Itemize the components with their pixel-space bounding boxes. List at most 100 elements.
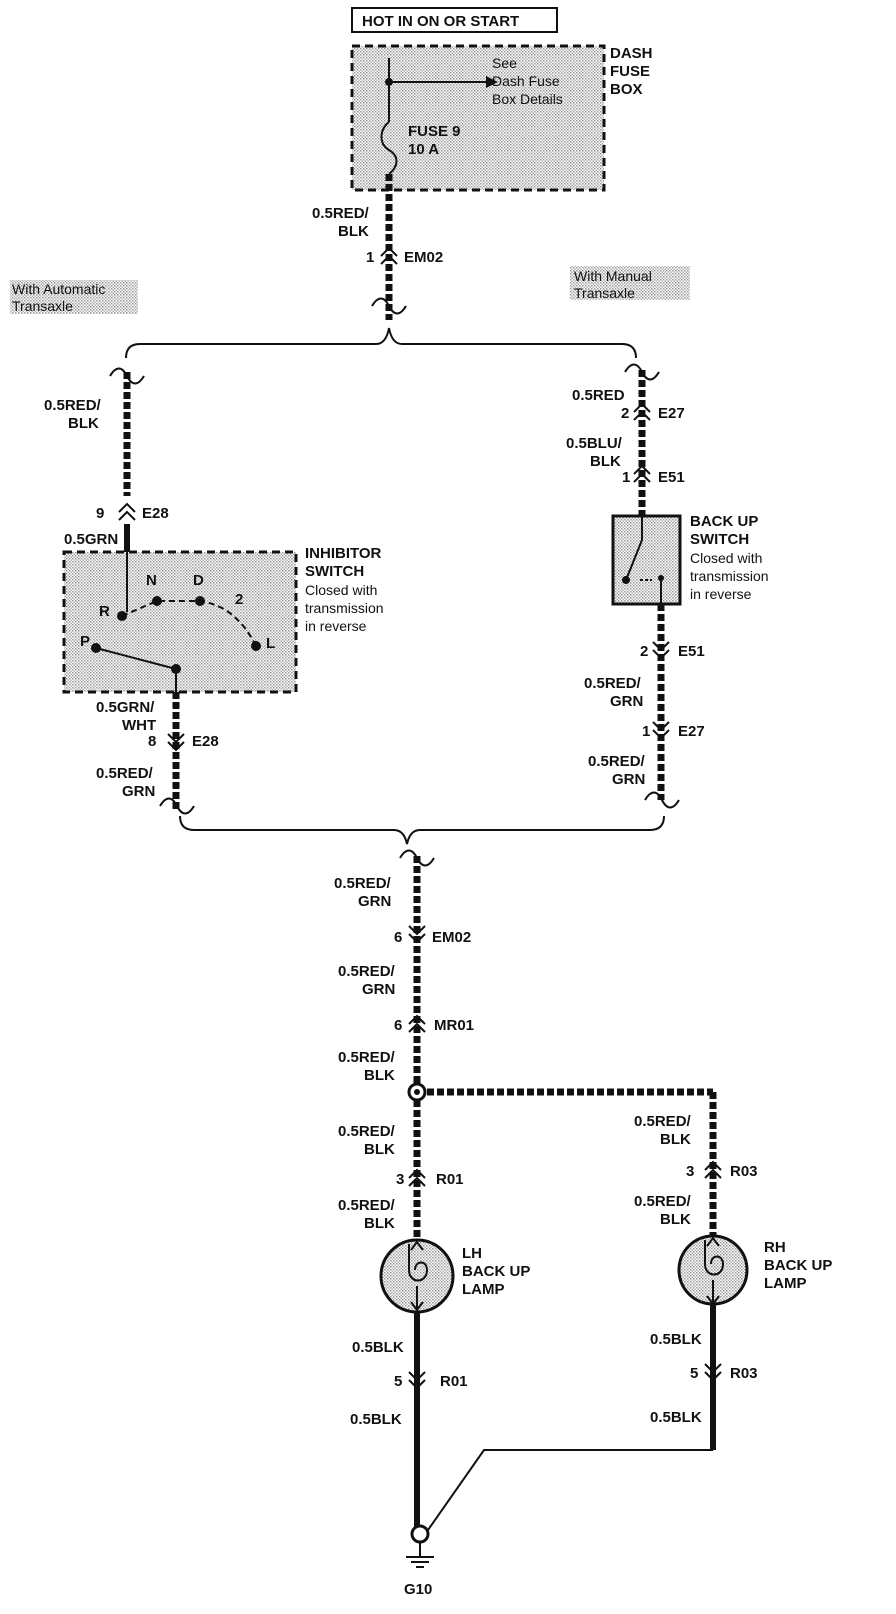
connector-e28-top-pin: 9	[96, 505, 104, 522]
backup-switch-desc-3: in reverse	[690, 586, 752, 602]
wire-rh-gnd1: 0.5BLK	[650, 1331, 702, 1348]
wire-center-grn1-2: GRN	[358, 893, 391, 910]
fuse-icon	[380, 121, 398, 175]
fuse-rating: 10 A	[408, 141, 439, 158]
wire-manual-blublk-2: BLK	[590, 453, 621, 470]
connector-e51-bottom-name: E51	[678, 643, 705, 660]
ground-g10	[406, 1524, 434, 1568]
connector-e27-top: 2 E27	[621, 402, 685, 422]
see-details-1: See	[492, 55, 517, 71]
wire-manual-redgrn2-2: GRN	[612, 771, 645, 788]
wire-manual-redgrn2-1: 0.5RED/	[588, 753, 646, 770]
lower-branch-brace	[179, 815, 665, 845]
lh-lamp-name-3: LAMP	[462, 1281, 505, 1298]
backup-switch	[611, 514, 682, 606]
lh-lamp-name-1: LH	[462, 1245, 482, 1262]
position-l: L	[266, 635, 275, 652]
connector-mr01-pin: 6	[394, 1017, 402, 1034]
position-2: 2	[235, 591, 243, 608]
wire-rh-blk1-2: BLK	[660, 1131, 691, 1148]
wire-auto-grnwht-2: WHT	[122, 717, 156, 734]
wire-center-grn1-1: 0.5RED/	[334, 875, 392, 892]
position-d: D	[193, 572, 204, 589]
connector-r01-bottom: 5 R01	[394, 1371, 468, 1390]
connector-em02-center: 6 EM02	[394, 925, 471, 946]
rh-lamp-name-3: LAMP	[764, 1275, 807, 1292]
connector-r01-top-pin: 3	[396, 1171, 404, 1188]
connector-em02-center-pin: 6	[394, 929, 402, 946]
wire-manual-redgrn1-1: 0.5RED/	[584, 675, 642, 692]
connector-e27-bottom-name: E27	[678, 723, 705, 740]
wire-auto-grnwht-1: 0.5GRN/	[96, 699, 155, 716]
automatic-label-2: Transaxle	[12, 298, 73, 314]
connector-r03-bottom: 5 R03	[690, 1363, 758, 1382]
wire-center-blk-2: BLK	[364, 1067, 395, 1084]
lh-backup-lamp	[379, 1238, 455, 1314]
dash-fuse-box-name-2: FUSE	[610, 63, 650, 80]
connector-e28-top-name: E28	[142, 505, 169, 522]
inhibitor-switch-desc-1: Closed with	[305, 582, 377, 598]
ground-name: G10	[404, 1581, 432, 1598]
power-source-label: HOT IN ON OR START	[351, 7, 558, 33]
rh-backup-lamp	[677, 1234, 749, 1306]
connector-r01-top: 3 R01	[396, 1168, 464, 1188]
connector-em02-top-pin: 1	[366, 249, 374, 266]
connector-r03-bottom-name: R03	[730, 1365, 758, 1382]
wire-top-color-2: BLK	[338, 223, 369, 240]
position-p: P	[80, 633, 90, 650]
wire-top-color-1: 0.5RED/	[312, 205, 370, 222]
connector-em02-top: 1 EM02	[366, 246, 443, 266]
wire-auto-bottom-1: 0.5RED/	[96, 765, 154, 782]
connector-em02-center-name: EM02	[432, 929, 471, 946]
rh-lamp-name-2: BACK UP	[764, 1257, 832, 1274]
connector-r01-bottom-name: R01	[440, 1373, 468, 1390]
wire-center-grn2-1: 0.5RED/	[338, 963, 396, 980]
connector-r03-top-name: R03	[730, 1163, 758, 1180]
power-source-text: HOT IN ON OR START	[362, 13, 519, 30]
wire-rh-blk2-1: 0.5RED/	[634, 1193, 692, 1210]
dash-fuse-box-name-3: BOX	[610, 81, 643, 98]
wire-lh-gnd2: 0.5BLK	[350, 1411, 402, 1428]
inhibitor-switch-desc-2: transmission	[305, 600, 384, 616]
wire-auto-top-2: BLK	[68, 415, 99, 432]
automatic-transaxle-label: With Automatic Transaxle	[10, 280, 138, 314]
position-n: N	[146, 572, 157, 589]
connector-mr01: 6 MR01	[394, 1014, 474, 1034]
wire-rh-gnd2: 0.5BLK	[650, 1409, 702, 1426]
manual-label-2: Transaxle	[574, 285, 635, 301]
wire-auto-top-1: 0.5RED/	[44, 397, 102, 414]
wire-rh-blk2-2: BLK	[660, 1211, 691, 1228]
wire-lh-gnd1: 0.5BLK	[352, 1339, 404, 1356]
backup-switch-desc-2: transmission	[690, 568, 769, 584]
lh-lamp-name-2: BACK UP	[462, 1263, 530, 1280]
backup-switch-name-2: SWITCH	[690, 531, 749, 548]
dash-fuse-box: DASH FUSE BOX See Dash Fuse Box Details …	[350, 44, 653, 192]
manual-label-1: With Manual	[574, 268, 652, 284]
wire-lh-blk2-1: 0.5RED/	[338, 1197, 396, 1214]
bulb-filament-icon	[704, 1240, 725, 1302]
automatic-label-1: With Automatic	[12, 281, 105, 297]
connector-e27-bottom-pin: 1	[642, 723, 650, 740]
upper-branch-brace	[125, 327, 637, 359]
wire-rh-blk1-1: 0.5RED/	[634, 1113, 692, 1130]
wire-center-grn2-2: GRN	[362, 981, 395, 998]
connector-mr01-name: MR01	[434, 1017, 474, 1034]
bulb-filament-icon	[408, 1244, 429, 1310]
wire-manual-blublk-1: 0.5BLU/	[566, 435, 623, 452]
manual-transaxle-label: With Manual Transaxle	[570, 266, 690, 301]
connector-e28-bottom-name: E28	[192, 733, 219, 750]
connector-r01-top-name: R01	[436, 1171, 464, 1188]
inhibitor-switch-name-1: INHIBITOR	[305, 545, 382, 562]
wire-lh-blk2-2: BLK	[364, 1215, 395, 1232]
connector-e28-bottom-pin: 8	[148, 733, 156, 750]
connector-r03-bottom-pin: 5	[690, 1365, 698, 1382]
connector-r03-top: 3 R03	[686, 1160, 758, 1180]
backup-switch-desc-1: Closed with	[690, 550, 762, 566]
see-details-2: Dash Fuse	[492, 73, 560, 89]
connector-e51-top: 1 E51	[622, 464, 685, 486]
wire-auto-grn: 0.5GRN	[64, 531, 118, 548]
rh-lamp-name-1: RH	[764, 1239, 786, 1256]
position-r: R	[99, 603, 110, 620]
connector-e28-bottom: 8 E28	[148, 733, 219, 752]
